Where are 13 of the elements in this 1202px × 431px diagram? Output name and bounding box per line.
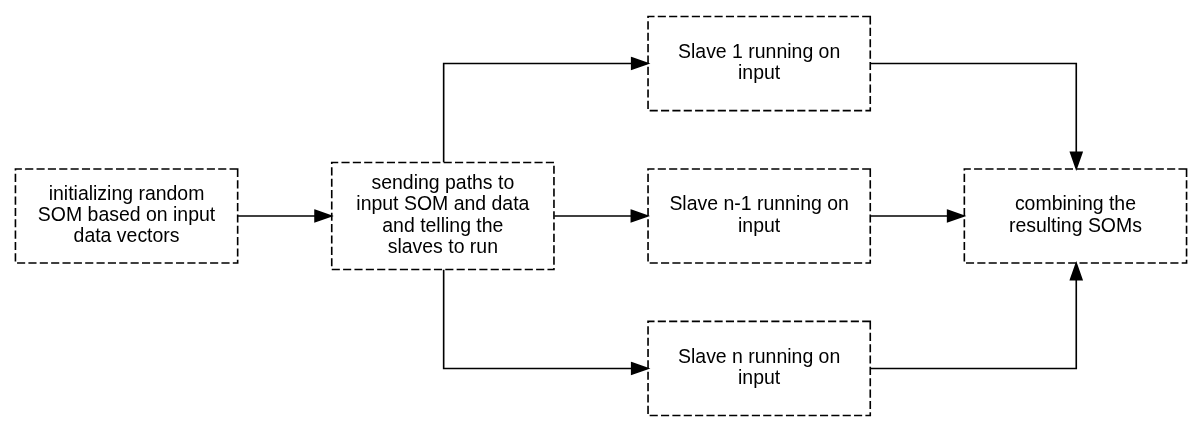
arrow <box>869 62 1084 171</box>
node-box: sending paths to input SOM and data and telling the slaves to run <box>330 161 555 270</box>
node-box: initializing random SOM based on input data vectors <box>14 167 239 264</box>
arrow <box>442 56 651 163</box>
arrow <box>869 208 967 223</box>
node-box: Slave 1 running on input <box>647 15 872 111</box>
arrow <box>237 208 334 223</box>
node-box: combining the resulting SOMs <box>963 167 1188 264</box>
arrow <box>442 268 651 375</box>
node-box: Slave n running on input <box>647 320 872 416</box>
arrow <box>869 260 1084 369</box>
node-box: Slave n-1 running on input <box>647 167 872 264</box>
arrow <box>553 208 651 223</box>
